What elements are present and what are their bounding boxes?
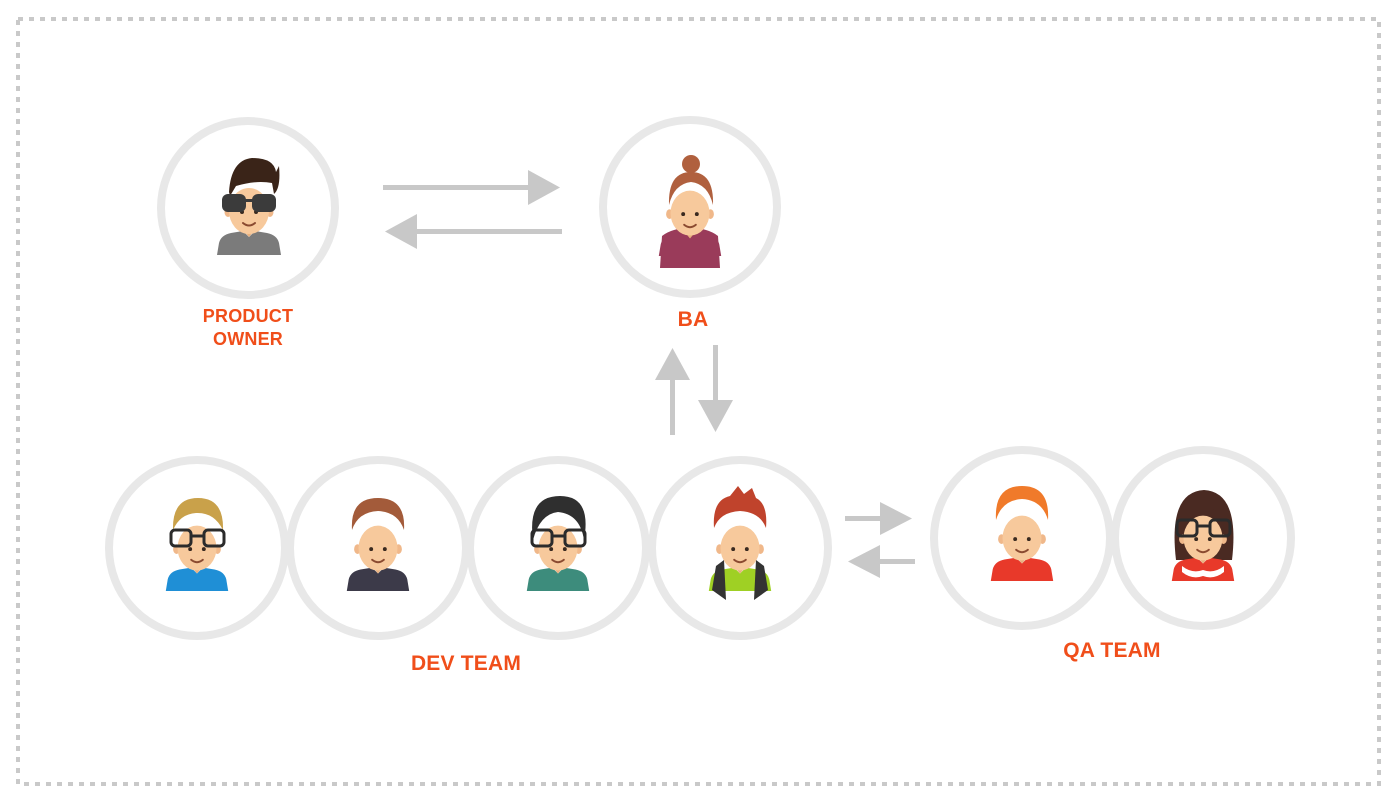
avatar-dev-2 bbox=[286, 456, 470, 640]
avatar-product-owner bbox=[157, 117, 339, 299]
avatar-dev-1 bbox=[105, 456, 289, 640]
dashed-frame bbox=[16, 17, 1381, 786]
product-owner-label: PRODUCT OWNER bbox=[188, 305, 308, 351]
dev-team-label: DEV TEAM bbox=[410, 652, 522, 675]
avatar-dev-4 bbox=[648, 456, 832, 640]
arrow-dev-to-qa bbox=[845, 502, 912, 535]
arrow-qa-to-dev bbox=[848, 545, 915, 578]
avatar-ba bbox=[599, 116, 781, 298]
arrows bbox=[383, 170, 915, 578]
sunglasses-icon bbox=[222, 194, 276, 212]
arrow-po-to-ba bbox=[383, 170, 560, 205]
arrow-ba-to-po bbox=[385, 214, 562, 249]
arrow-dev-to-ba bbox=[655, 348, 690, 435]
product-owner-label-line2: OWNER bbox=[213, 329, 283, 349]
avatar-qa-1 bbox=[930, 446, 1114, 630]
avatar-dev-3 bbox=[466, 456, 650, 640]
glasses-icon bbox=[530, 528, 587, 548]
product-owner-label-line1: PRODUCT bbox=[202, 306, 294, 326]
glasses-icon bbox=[169, 528, 226, 548]
arrow-ba-to-dev bbox=[698, 345, 733, 432]
qa-team-label: QA TEAM bbox=[1063, 639, 1161, 662]
ba-label: BA bbox=[677, 308, 709, 331]
glasses-icon bbox=[1175, 518, 1232, 538]
avatar-qa-2 bbox=[1111, 446, 1295, 630]
